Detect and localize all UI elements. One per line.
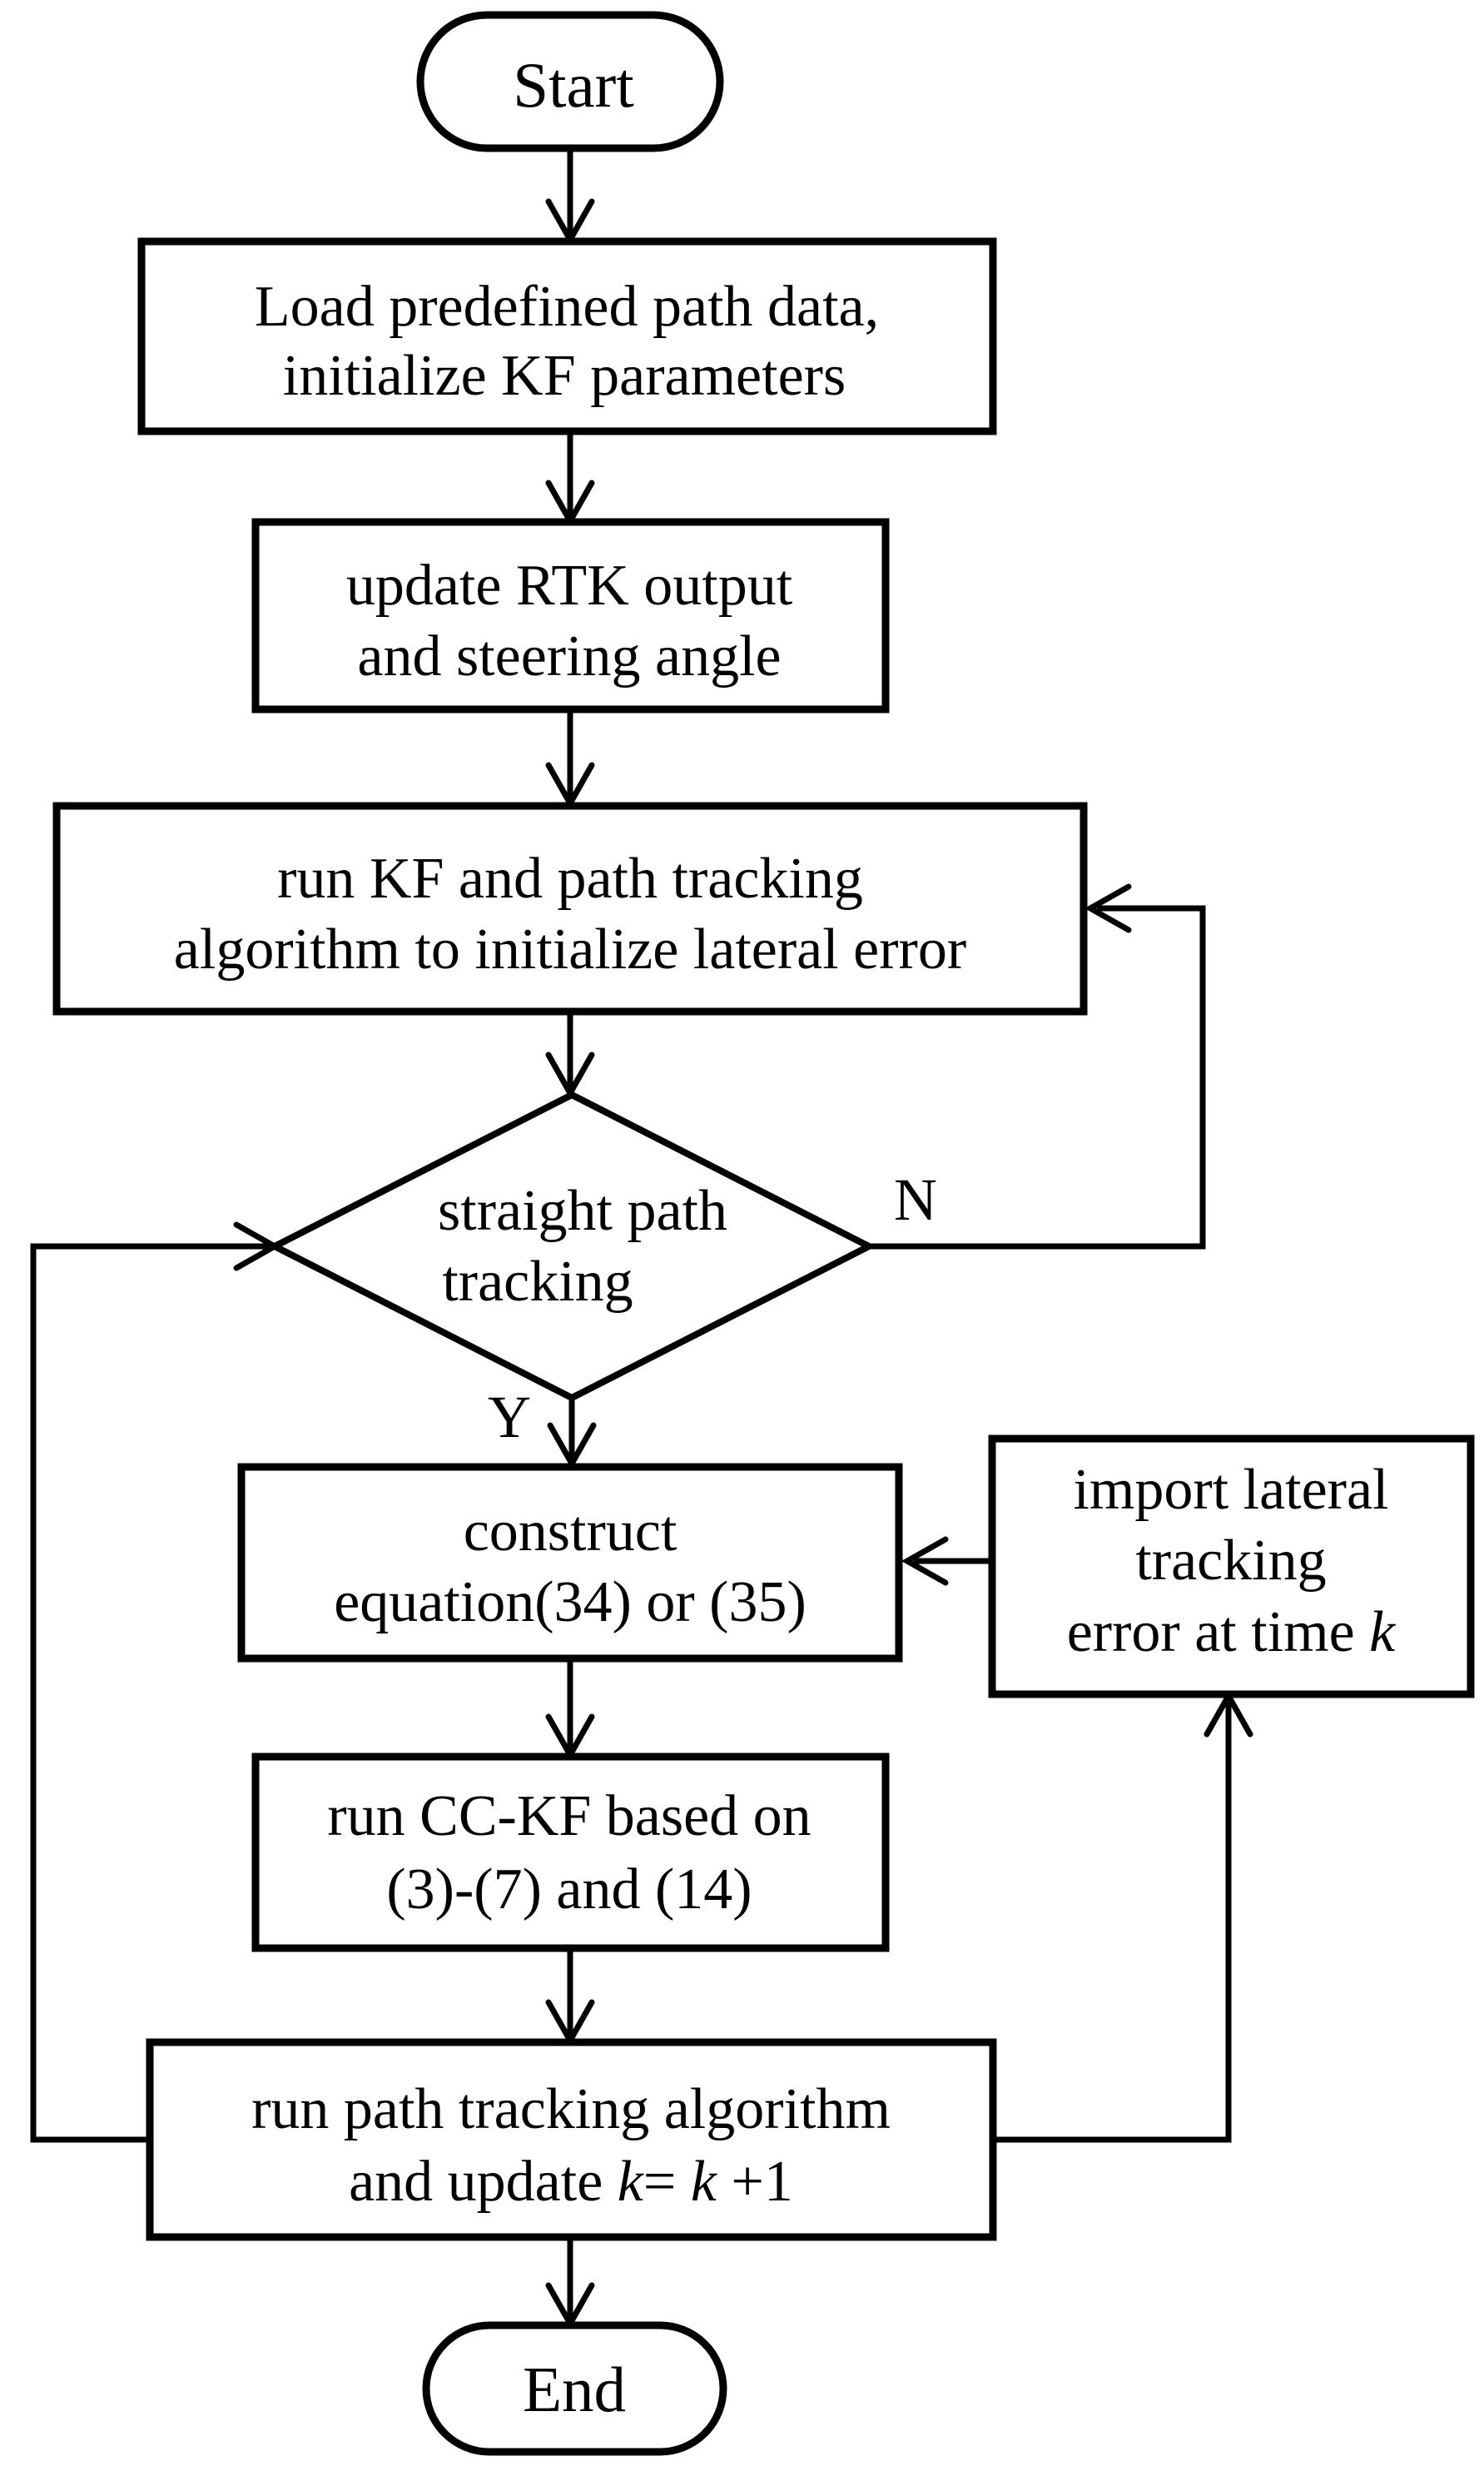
- run-cckf-line2: (3)-(7) and (14): [386, 1857, 752, 1922]
- edge-line: [30, 1243, 268, 2143]
- node-construct-eq-box: [237, 1463, 903, 1663]
- run-path-tracking-line1: run path tracking algorithm: [251, 2077, 891, 2141]
- node-end-terminator: [422, 2321, 727, 2456]
- edge-import-to-construct: [901, 1536, 992, 1586]
- update-rtk-line1: update RTK output: [346, 554, 793, 618]
- end-label: End: [523, 2354, 626, 2425]
- edge-runpath-loop-to-decision: [30, 1221, 281, 2143]
- run-cckf-line1: run CC-KF based on: [327, 1784, 811, 1848]
- edge-decision-no-loop: [869, 883, 1206, 1250]
- edge-decision-yes: [547, 1398, 597, 1470]
- node-load-path-box: [137, 237, 997, 435]
- load-path-line2: initialize KF parameters: [283, 344, 846, 408]
- decision-line2: tracking: [442, 1250, 633, 1314]
- import-error-line2: tracking: [1135, 1529, 1326, 1593]
- node-straight-path-decision: [267, 1091, 876, 1402]
- run-kf-line2: algorithm to initialize lateral error: [174, 917, 966, 982]
- arrowhead-left: [901, 1536, 949, 1586]
- construct-eq-line1: construct: [464, 1499, 677, 1564]
- construct-eq-line2: equation(34) or (35): [334, 1570, 807, 1634]
- edge-runpath-to-end: [545, 2237, 595, 2330]
- edge-cckf-to-runpath: [545, 1948, 595, 2047]
- node-run-cckf-box: [251, 1753, 890, 1952]
- import-error-line3: error at time k: [1067, 1600, 1397, 1664]
- update-rtk-line2: and steering angle: [357, 624, 781, 689]
- run-kf-line1: run KF and path tracking: [277, 847, 863, 911]
- edge-runkf-to-decision: [545, 1012, 595, 1100]
- edge-line: [993, 1703, 1232, 2143]
- edge-load-to-update: [545, 431, 595, 528]
- node-update-rtk-box: [251, 518, 890, 713]
- node-run-kf-box: [52, 802, 1088, 1016]
- arrowhead-left: [1084, 883, 1132, 933]
- branch-label-yes: Y: [488, 1384, 531, 1450]
- node-run-path-tracking-box: [146, 2038, 997, 2241]
- start-label: Start: [513, 49, 633, 121]
- edge-update-to-runkf: [545, 709, 595, 810]
- load-path-line1: Load predefined path data,: [255, 275, 879, 339]
- edge-line: [869, 905, 1206, 1250]
- edge-construct-to-cckf: [545, 1658, 595, 1762]
- import-error-line1: import lateral: [1073, 1458, 1388, 1522]
- node-start-terminator: [416, 11, 724, 152]
- node-import-error-box: [988, 1434, 1475, 1698]
- decision-line1: straight path: [438, 1179, 727, 1243]
- run-path-tracking-line2: and update k= k +1: [349, 2150, 793, 2214]
- edge-runpath-to-import: [993, 1689, 1253, 2143]
- edge-start-to-load: [545, 148, 595, 246]
- branch-label-no: N: [894, 1166, 937, 1233]
